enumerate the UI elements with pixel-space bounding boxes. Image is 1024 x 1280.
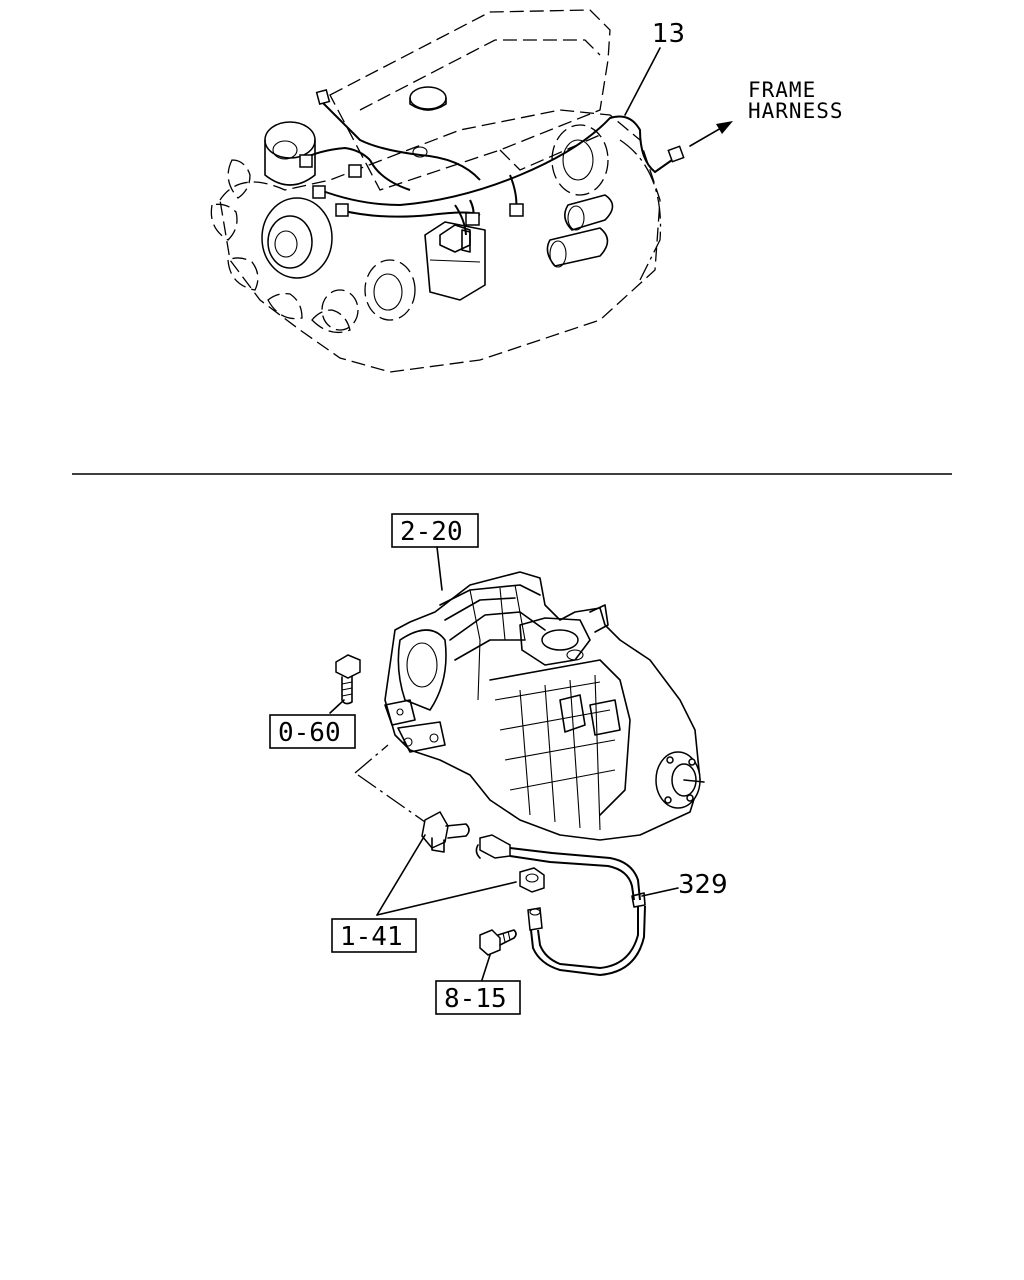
frame-harness-label-line1: FRAME [748, 78, 816, 102]
fan-blades [210, 159, 351, 334]
engine-wiring-harness [299, 88, 685, 253]
ref-box-0-60: 0-60 [269, 714, 356, 749]
callout-13-label: 13 [652, 19, 685, 49]
ref-1-41-label: 1-41 [340, 922, 403, 952]
frame-harness-note: FRAME HARNESS [689, 78, 844, 147]
ref-box-2-20: 2-20 [391, 513, 479, 591]
ref-0-60-label: 0-60 [278, 718, 341, 748]
nut-1-41 [376, 834, 545, 916]
bolt-8-15 [479, 929, 517, 984]
callout-13: 13 [624, 19, 685, 116]
clutch-line-329: 329 [354, 744, 728, 977]
engine-illustration [210, 9, 662, 373]
transmission-illustration [384, 571, 705, 841]
ref-box-1-41: 1-41 [331, 918, 417, 953]
ref-box-8-15: 8-15 [435, 980, 521, 1015]
frame-harness-label-line2: HARNESS [748, 99, 844, 123]
ref-2-20-label: 2-20 [400, 517, 463, 547]
ref-8-15-label: 8-15 [444, 984, 507, 1014]
bolt-0-60 [329, 654, 361, 714]
callout-329-label: 329 [678, 870, 728, 900]
